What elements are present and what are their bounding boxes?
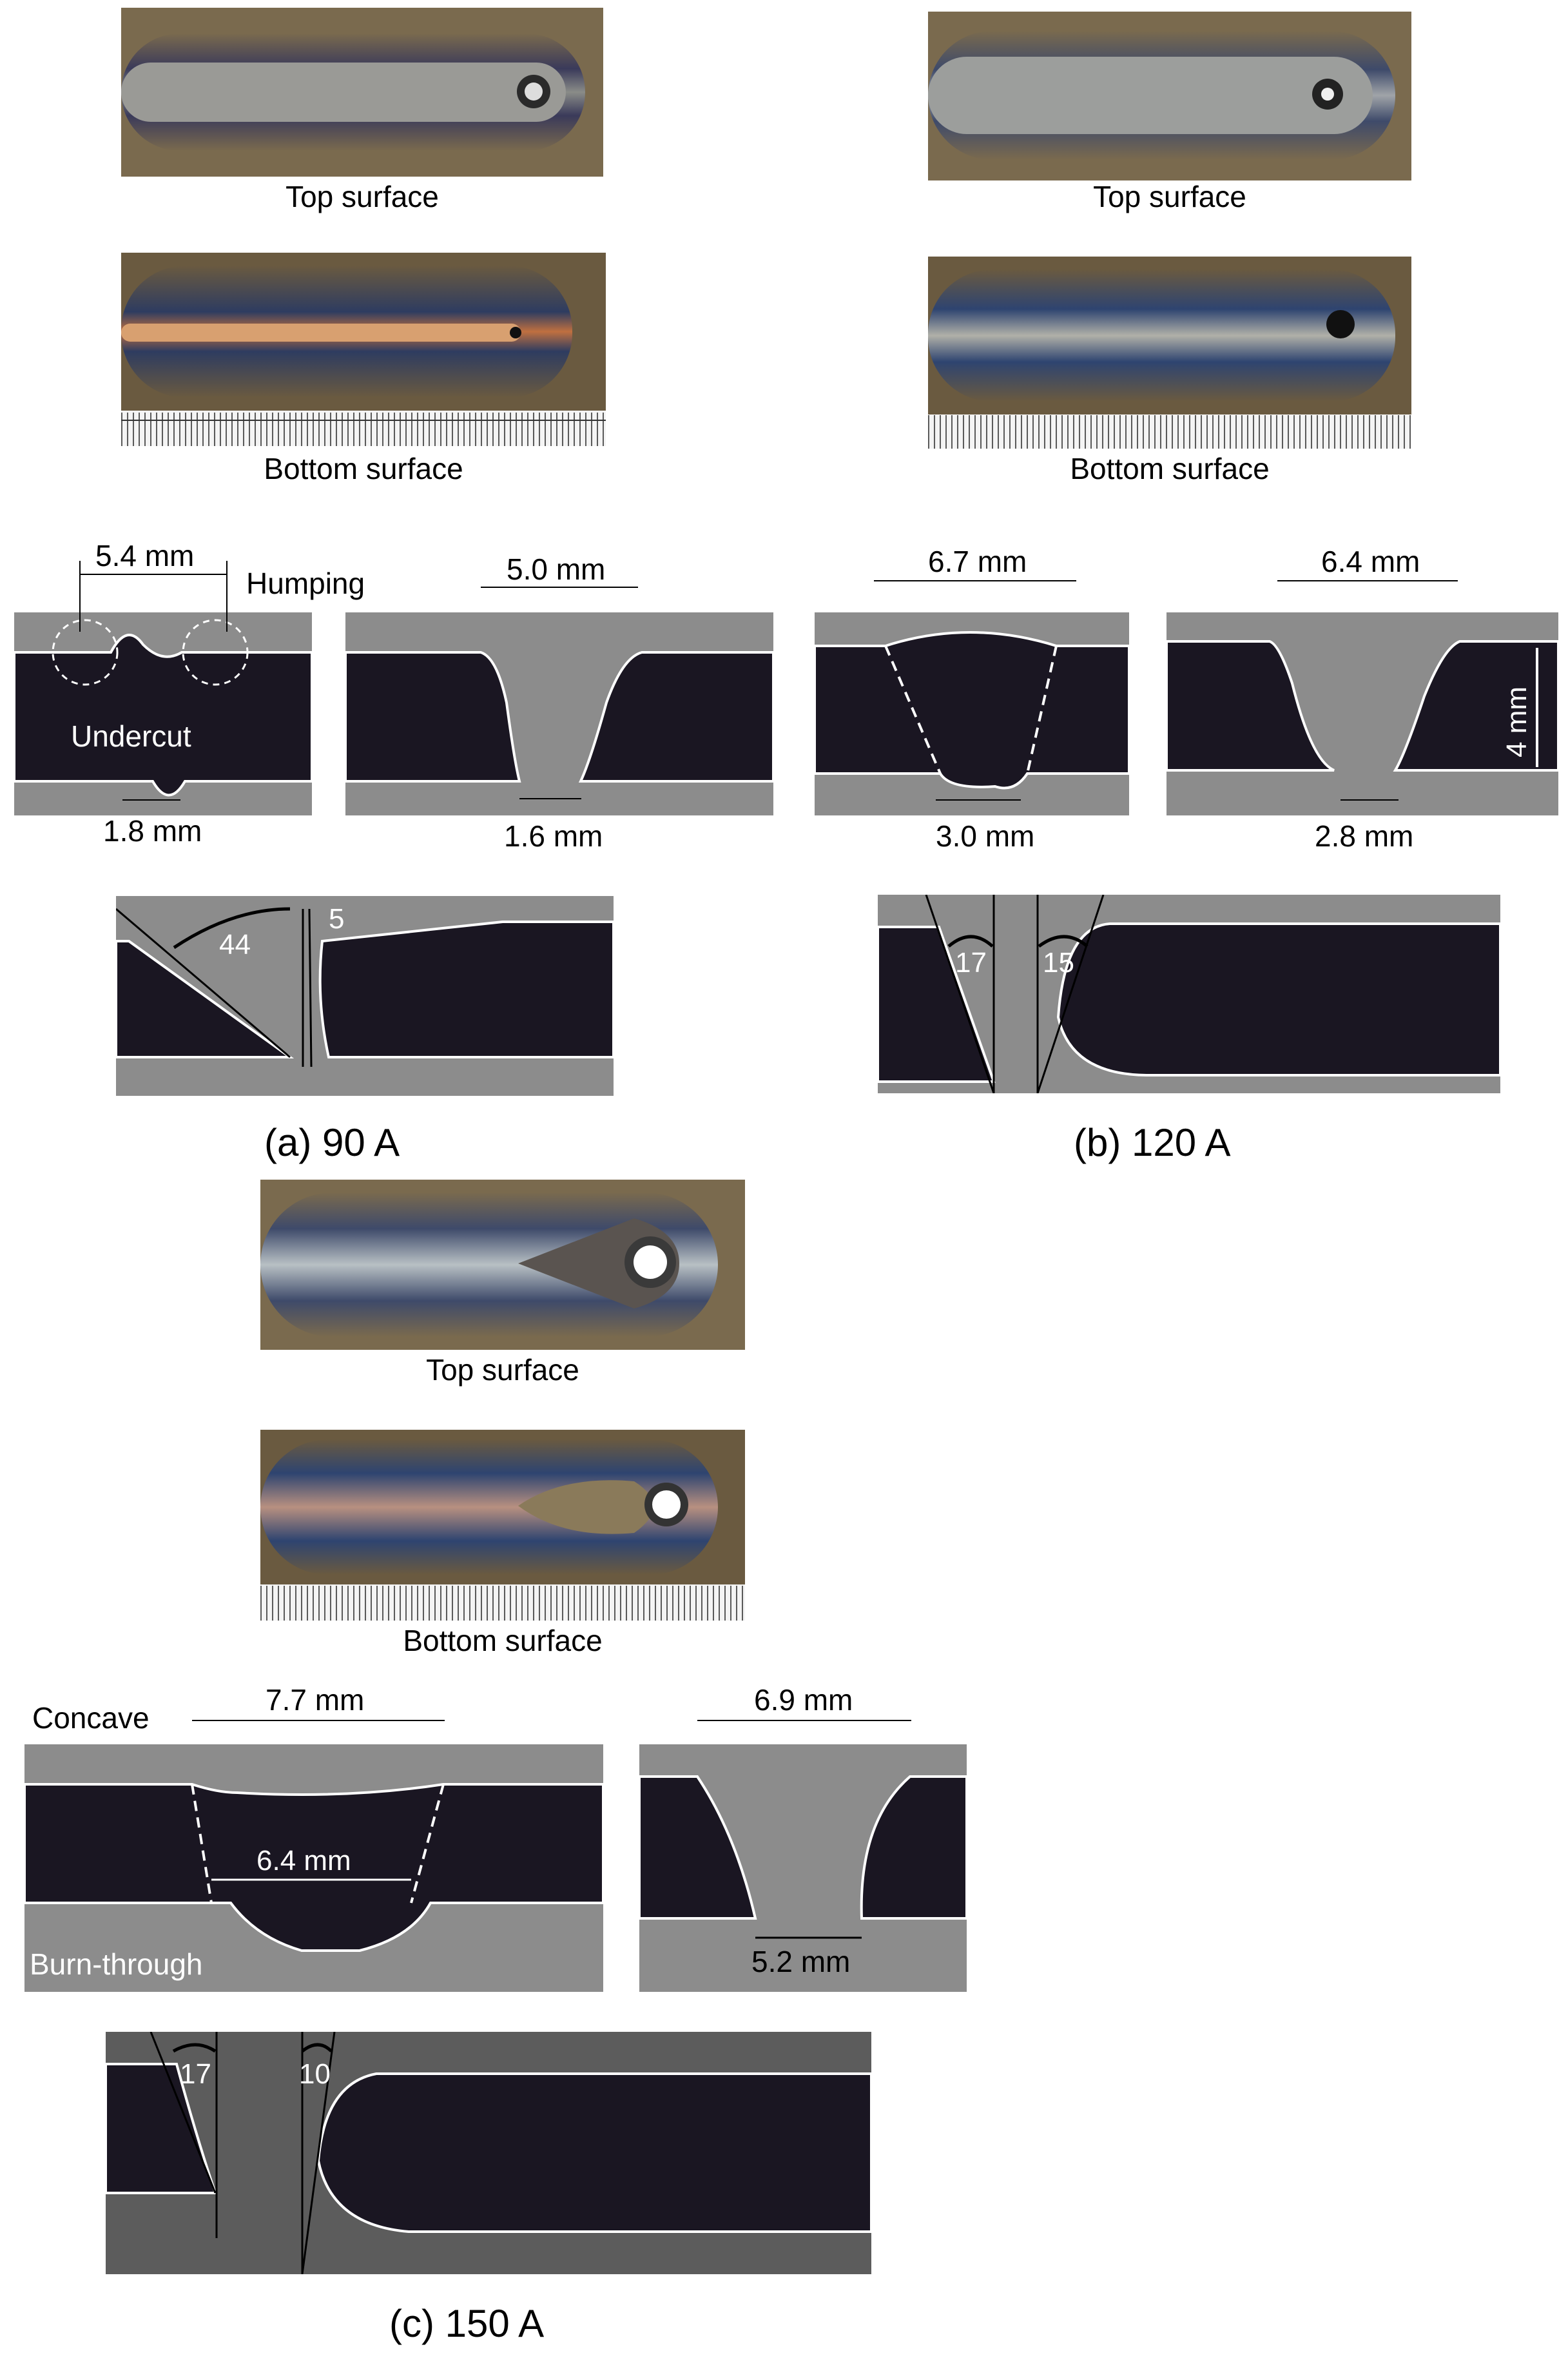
label-b2-width-bottom: 2.8 mm — [1315, 819, 1414, 853]
scale-ruler-a — [121, 413, 606, 446]
dim-line-a1-bottom — [122, 799, 180, 801]
photo-c-bottom-label: Bottom surface — [403, 1624, 603, 1657]
label-b-angle-1: 17 — [955, 947, 987, 979]
dim-line-c1-top — [192, 1720, 445, 1721]
label-a1-width-top: 5.4 mm — [95, 539, 195, 572]
photo-b-top-label: Top surface — [1093, 180, 1246, 213]
dim-line-c2-top — [697, 1720, 911, 1721]
section-c-concave: 6.4 mm — [24, 1744, 603, 1992]
dim-line-a2-top — [481, 587, 638, 588]
dim-line-b1-top — [874, 580, 1076, 581]
section-b-bead — [815, 612, 1129, 815]
scale-ruler-b — [928, 415, 1411, 449]
dim-line-a1-top — [80, 574, 227, 575]
label-undercut: Undercut — [71, 719, 191, 753]
label-c-angle-2: 10 — [299, 2058, 331, 2090]
label-b2-width-top: 6.4 mm — [1321, 545, 1420, 578]
scale-ruler-c — [260, 1586, 745, 1621]
dim-line-b2-bottom — [1341, 799, 1399, 801]
caption-b: (b) 120 A — [1074, 1121, 1231, 1164]
label-a-angle-2: 5 — [329, 903, 344, 935]
label-burn-through: Burn-through — [30, 1947, 203, 1981]
label-c1-width-top: 7.7 mm — [266, 1683, 365, 1717]
section-c-vgroove — [639, 1744, 967, 1992]
photo-b-top-surface — [928, 12, 1411, 180]
photo-c-top-label: Top surface — [426, 1353, 579, 1387]
dim-line-a2-bottom — [519, 798, 581, 799]
photo-a-top-label: Top surface — [286, 180, 439, 213]
longitudinal-c: 17 10 — [106, 2032, 871, 2274]
photo-b-bottom-label: Bottom surface — [1070, 452, 1270, 485]
label-a2-width-bottom: 1.6 mm — [504, 819, 603, 853]
dim-tick-a1-left — [79, 561, 81, 632]
photo-c-bottom-surface — [260, 1430, 745, 1621]
section-b-vgroove: 4 mm — [1166, 612, 1558, 815]
label-humping: Humping — [246, 567, 365, 600]
dim-tick-a1-right — [226, 561, 227, 632]
photo-c-top-surface — [260, 1180, 745, 1350]
label-a1-width-bottom: 1.8 mm — [103, 814, 202, 848]
caption-c: (c) 150 A — [389, 2302, 545, 2345]
label-b1-width-top: 6.7 mm — [928, 545, 1027, 578]
longitudinal-a: 44 5 — [116, 896, 614, 1096]
label-a2-width-top: 5.0 mm — [507, 552, 606, 586]
label-concave: Concave — [32, 1701, 150, 1735]
longitudinal-b: 17 15 — [878, 895, 1500, 1093]
dim-line-b2-top — [1277, 580, 1458, 581]
label-b-thickness: 4 mm — [1501, 687, 1533, 757]
photo-a-top-surface — [121, 8, 603, 177]
label-a-angle-1: 44 — [219, 929, 251, 960]
label-c-angle-1: 17 — [180, 2058, 211, 2090]
dim-line-b1-bottom — [936, 799, 1021, 801]
section-a-humping — [14, 612, 312, 815]
section-a-vgroove — [345, 612, 773, 815]
label-c2-width-top: 6.9 mm — [754, 1683, 853, 1717]
photo-a-bottom-label: Bottom surface — [264, 452, 463, 485]
label-c1-width-mid: 6.4 mm — [256, 1845, 351, 1876]
label-c2-width-bottom: 5.2 mm — [751, 1945, 851, 1978]
label-b1-width-bottom: 3.0 mm — [936, 819, 1035, 853]
label-b-angle-2: 15 — [1043, 947, 1074, 979]
caption-a: (a) 90 A — [264, 1121, 400, 1164]
